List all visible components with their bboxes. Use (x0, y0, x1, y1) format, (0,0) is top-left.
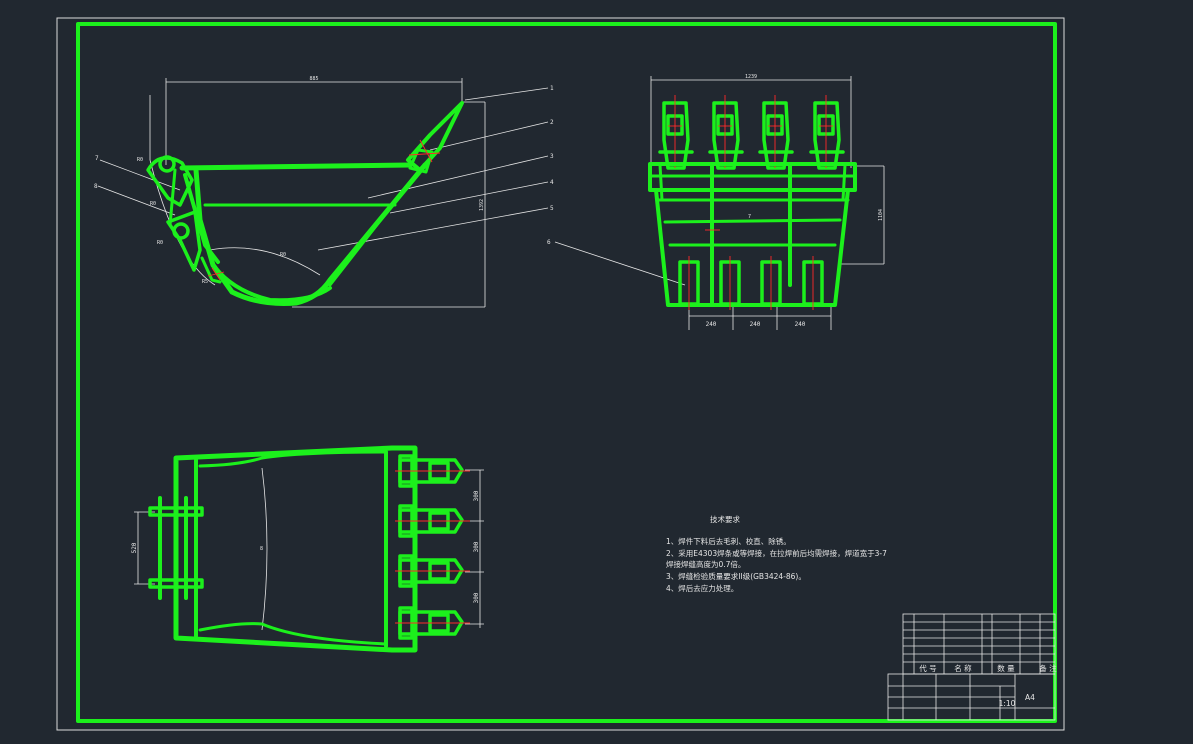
part-number-3: 3 (550, 153, 554, 160)
dim-teeth-spacing-2: 240 (750, 321, 761, 328)
tech-requirement-2b: 焊接焊缝高度为0.7倍。 (666, 559, 745, 569)
tech-requirements-title: 技术要求 (710, 514, 740, 524)
part-number-1: 1 (550, 85, 554, 92)
part-number-7: 7 (95, 155, 99, 162)
part-number-5: 5 (550, 205, 554, 212)
dim-top-spacing-3: 300 (473, 592, 480, 603)
dim-side-height: 1392 (479, 199, 485, 211)
dim-teeth-spacing-3: 240 (795, 321, 806, 328)
title-sheet-size: A4 (1025, 693, 1035, 702)
front-view: 1239 1104 240 240 240 6 7 (547, 74, 885, 330)
title-header-code: 代 号 (919, 663, 936, 673)
dim-teeth-spacing-1: 240 (706, 321, 717, 328)
title-header-name: 名 称 (954, 663, 972, 673)
dim-side-r4: R5 (202, 279, 208, 285)
part-number-4: 4 (550, 179, 554, 186)
tech-requirement-4: 4、焊后去应力处理。 (666, 583, 738, 593)
dim-side-r2: R0 (150, 201, 156, 207)
dim-side-width: 885 (309, 76, 318, 82)
title-header-note: 备 注 (1039, 663, 1057, 673)
title-block: 代 号 名 称 数 量 备 注 A4 1:10 (887, 613, 1057, 721)
title-header-qty: 数 量 (997, 663, 1015, 673)
dim-side-r1: R0 (137, 157, 143, 163)
top-mid-mark: 8 (260, 546, 263, 552)
technical-requirements: 技术要求 1、焊件下料后去毛刺、校直、除锈。 2、采用E4303焊条或等焊接，在… (666, 514, 887, 593)
side-view: 885 1392 R0 R0 R0 R0 R5 1 2 3 4 5 7 8 (94, 76, 554, 308)
tech-requirement-1: 1、焊件下料后去毛刺、校直、除锈。 (666, 536, 791, 546)
front-inner-mark: 7 (748, 214, 751, 220)
part-number-6: 6 (547, 239, 551, 246)
sheet-outer-border (56, 17, 1065, 731)
dim-top-spacing-2: 300 (473, 541, 480, 552)
dim-side-r3: R0 (157, 240, 163, 246)
dim-top-left-width: 520 (131, 542, 138, 553)
title-scale: 1:10 (999, 699, 1016, 708)
part-number-8: 8 (94, 183, 98, 190)
tech-requirement-3: 3、焊缝检验质量要求II级(GB3424-86)。 (666, 571, 806, 581)
dim-inner-radius: R0 (280, 252, 286, 258)
dim-top-spacing-1: 300 (473, 490, 480, 501)
top-view: 520 300 300 300 8 (131, 445, 484, 653)
tech-requirement-2: 2、采用E4303焊条或等焊接，在拉焊前后均需焊接，焊道宽于3-7 (666, 548, 887, 558)
dim-front-width: 1239 (745, 74, 757, 80)
sheet-inner-frame (76, 22, 1057, 723)
dim-front-height: 1104 (878, 209, 884, 221)
part-number-2: 2 (550, 119, 554, 126)
